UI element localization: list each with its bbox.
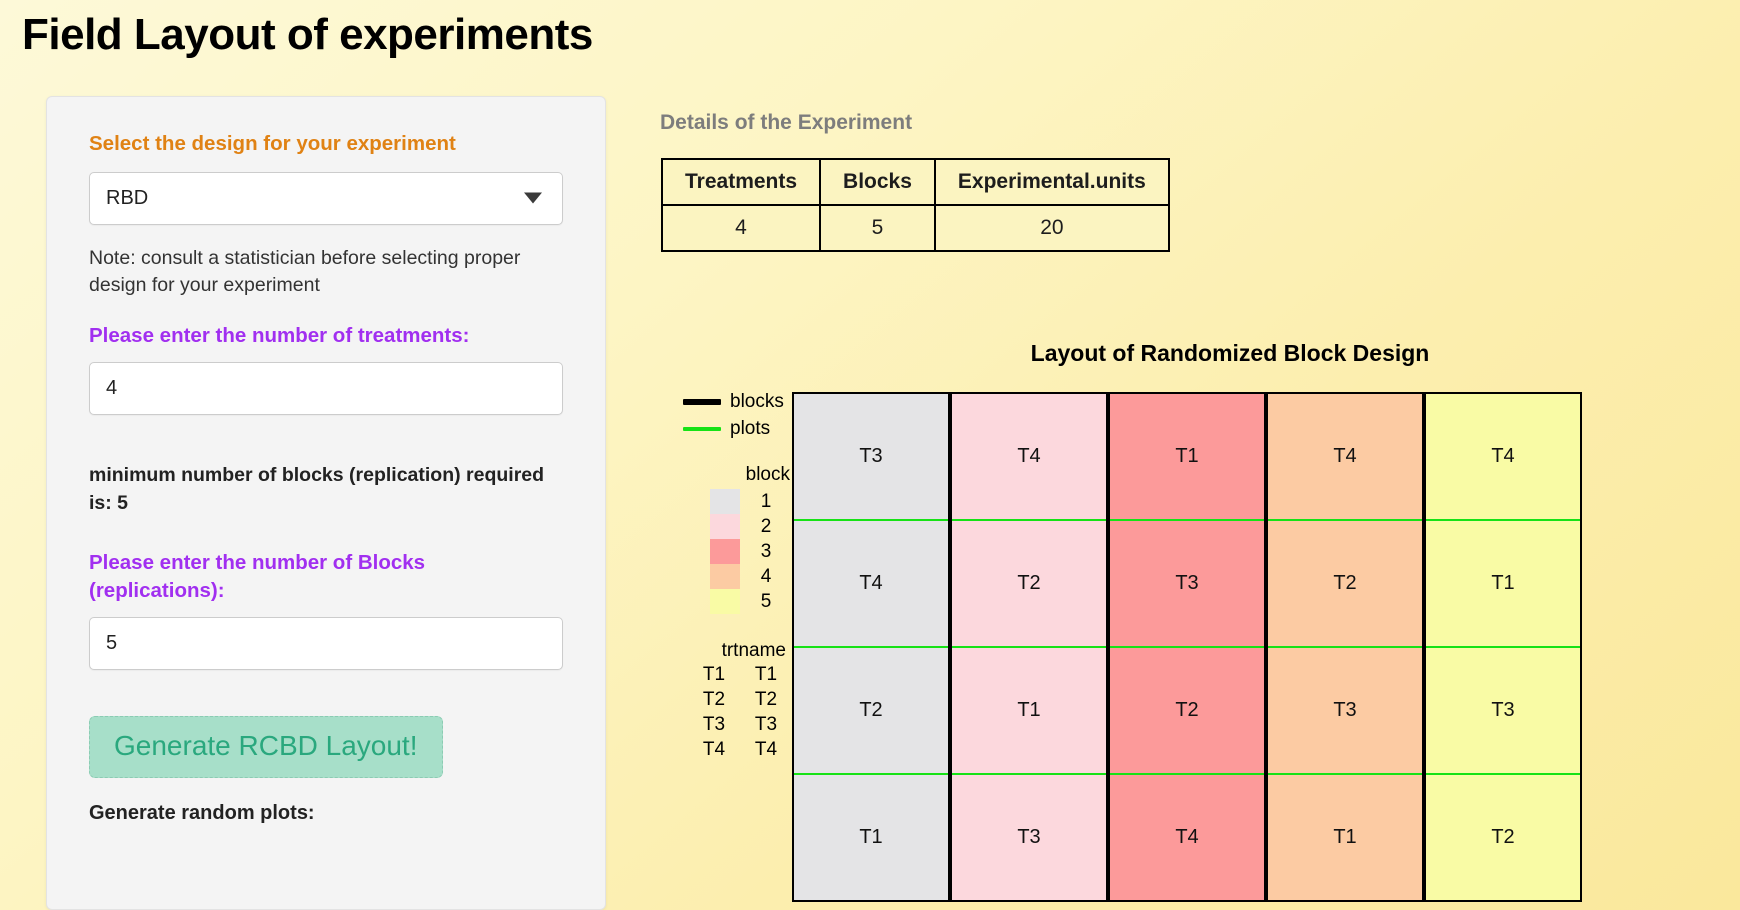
- trt-key-3: T3: [702, 714, 726, 735]
- legend-label-blocks: blocks: [730, 390, 784, 412]
- block-swatch-3: [710, 539, 740, 564]
- plot-cell-b2-r4: T3: [952, 775, 1106, 900]
- blocks-input[interactable]: 5: [89, 616, 563, 670]
- design-note: Note: consult a statistician before sele…: [89, 246, 521, 297]
- field-layout-plot: Layout of Randomized Block Design blocks…: [640, 340, 1700, 910]
- plot-cell-b1-r4: T1: [794, 775, 948, 900]
- experiment-details-table: Treatments Blocks Experimental.units 4 5…: [660, 158, 1170, 252]
- block-legend-keys: 1 2 3 4 5: [640, 489, 792, 614]
- blocks-input-value: 5: [106, 631, 118, 654]
- block-swatch-2: [710, 514, 740, 539]
- val-experimental-units: 20: [933, 204, 1170, 252]
- table-header-row: Treatments Blocks Experimental.units: [660, 158, 1170, 206]
- min-blocks-note: minimum number of blocks (replication) r…: [89, 463, 545, 514]
- plot-cell-b5-r3: T3: [1426, 648, 1580, 775]
- block-swatch-4: [710, 564, 740, 589]
- design-select-value: RBD: [106, 186, 149, 209]
- design-select-label: Select the design for your experiment: [89, 132, 456, 155]
- thick-line-icon: [683, 398, 721, 405]
- plot-cell-b1-r3: T2: [794, 648, 948, 775]
- col-experimental-units: Experimental.units: [933, 158, 1170, 206]
- plot-title: Layout of Randomized Block Design: [1030, 340, 1430, 366]
- generate-rcbd-layout-button[interactable]: Generate RCBD Layout!: [89, 715, 443, 778]
- plot-cell-b4-r1: T4: [1268, 394, 1422, 521]
- legend-item-plots: plots: [640, 415, 792, 442]
- plot-cell-b5-r1: T4: [1426, 394, 1580, 521]
- plot-cell-b4-r3: T3: [1268, 648, 1422, 775]
- block-legend-labels: 1 2 3 4 5: [740, 489, 792, 614]
- plot-cell-b5-r2: T1: [1426, 521, 1580, 648]
- treatments-input-value: 4: [106, 376, 118, 399]
- trt-legend-col-right: T1 T2 T3 T4: [740, 662, 792, 762]
- col-treatments: Treatments: [660, 158, 822, 206]
- plot-cell-b4-r2: T2: [1268, 521, 1422, 648]
- trt-label-2: T2: [754, 689, 778, 710]
- block-label-3: 3: [760, 541, 772, 562]
- trt-label-1: T1: [754, 664, 778, 685]
- plot-legend: blocks plots block 1 2 3 4 5 tr: [640, 388, 792, 762]
- plot-cell-b4-r4: T1: [1268, 775, 1422, 900]
- block-legend-swatches: [710, 489, 740, 614]
- trt-key-4: T4: [702, 739, 726, 760]
- block-swatch-5: [710, 589, 740, 614]
- blocks-input-label: Please enter the number of Blocks (repli…: [89, 551, 426, 602]
- plot-cell-b3-r3: T2: [1110, 648, 1264, 775]
- random-plots-label: Generate random plots:: [89, 801, 315, 824]
- page-title: Field Layout of experiments: [22, 10, 593, 59]
- plot-cell-b3-r4: T4: [1110, 775, 1264, 900]
- table-row: 4 5 20: [660, 204, 1170, 252]
- legend-label-plots: plots: [730, 417, 771, 439]
- plot-cell-b3-r1: T1: [1110, 394, 1264, 521]
- legend-title-trtname: trtname: [721, 640, 786, 661]
- trt-key-2: T2: [702, 689, 726, 710]
- col-blocks: Blocks: [819, 158, 936, 206]
- block-label-4: 4: [760, 566, 772, 587]
- block-label-2: 2: [760, 516, 772, 537]
- treatments-input[interactable]: 4: [89, 361, 563, 415]
- legend-title-block: block: [745, 464, 790, 485]
- block-label-1: 1: [760, 491, 772, 512]
- thin-line-icon: [683, 426, 721, 431]
- treatments-input-label: Please enter the number of treatments:: [89, 324, 470, 348]
- trt-label-4: T4: [754, 739, 778, 760]
- control-panel: Select the design for your experiment RB…: [46, 96, 606, 910]
- legend-item-blocks: blocks: [640, 388, 792, 415]
- trt-label-3: T3: [754, 714, 778, 735]
- trt-legend-col-left: T1 T2 T3 T4: [688, 662, 740, 762]
- details-heading: Details of the Experiment: [660, 111, 913, 134]
- plot-cell-b2-r1: T4: [952, 394, 1106, 521]
- plot-cell-b2-r3: T1: [952, 648, 1106, 775]
- trt-key-1: T1: [702, 664, 726, 685]
- val-treatments: 4: [660, 204, 822, 252]
- block-swatch-1: [710, 489, 740, 514]
- block-label-5: 5: [760, 591, 772, 612]
- design-select[interactable]: RBD: [89, 171, 563, 225]
- val-blocks: 5: [819, 204, 936, 252]
- plot-cell-b1-r1: T3: [794, 394, 948, 521]
- plot-cell-b2-r2: T2: [952, 521, 1106, 648]
- plot-cell-b5-r4: T2: [1426, 775, 1580, 900]
- treatment-legend: trtname T1 T2 T3 T4 T1 T2 T3 T4: [640, 640, 792, 762]
- plot-cell-b3-r2: T3: [1110, 521, 1264, 648]
- chevron-down-icon[interactable]: [524, 192, 542, 204]
- plot-cell-b1-r2: T4: [794, 521, 948, 648]
